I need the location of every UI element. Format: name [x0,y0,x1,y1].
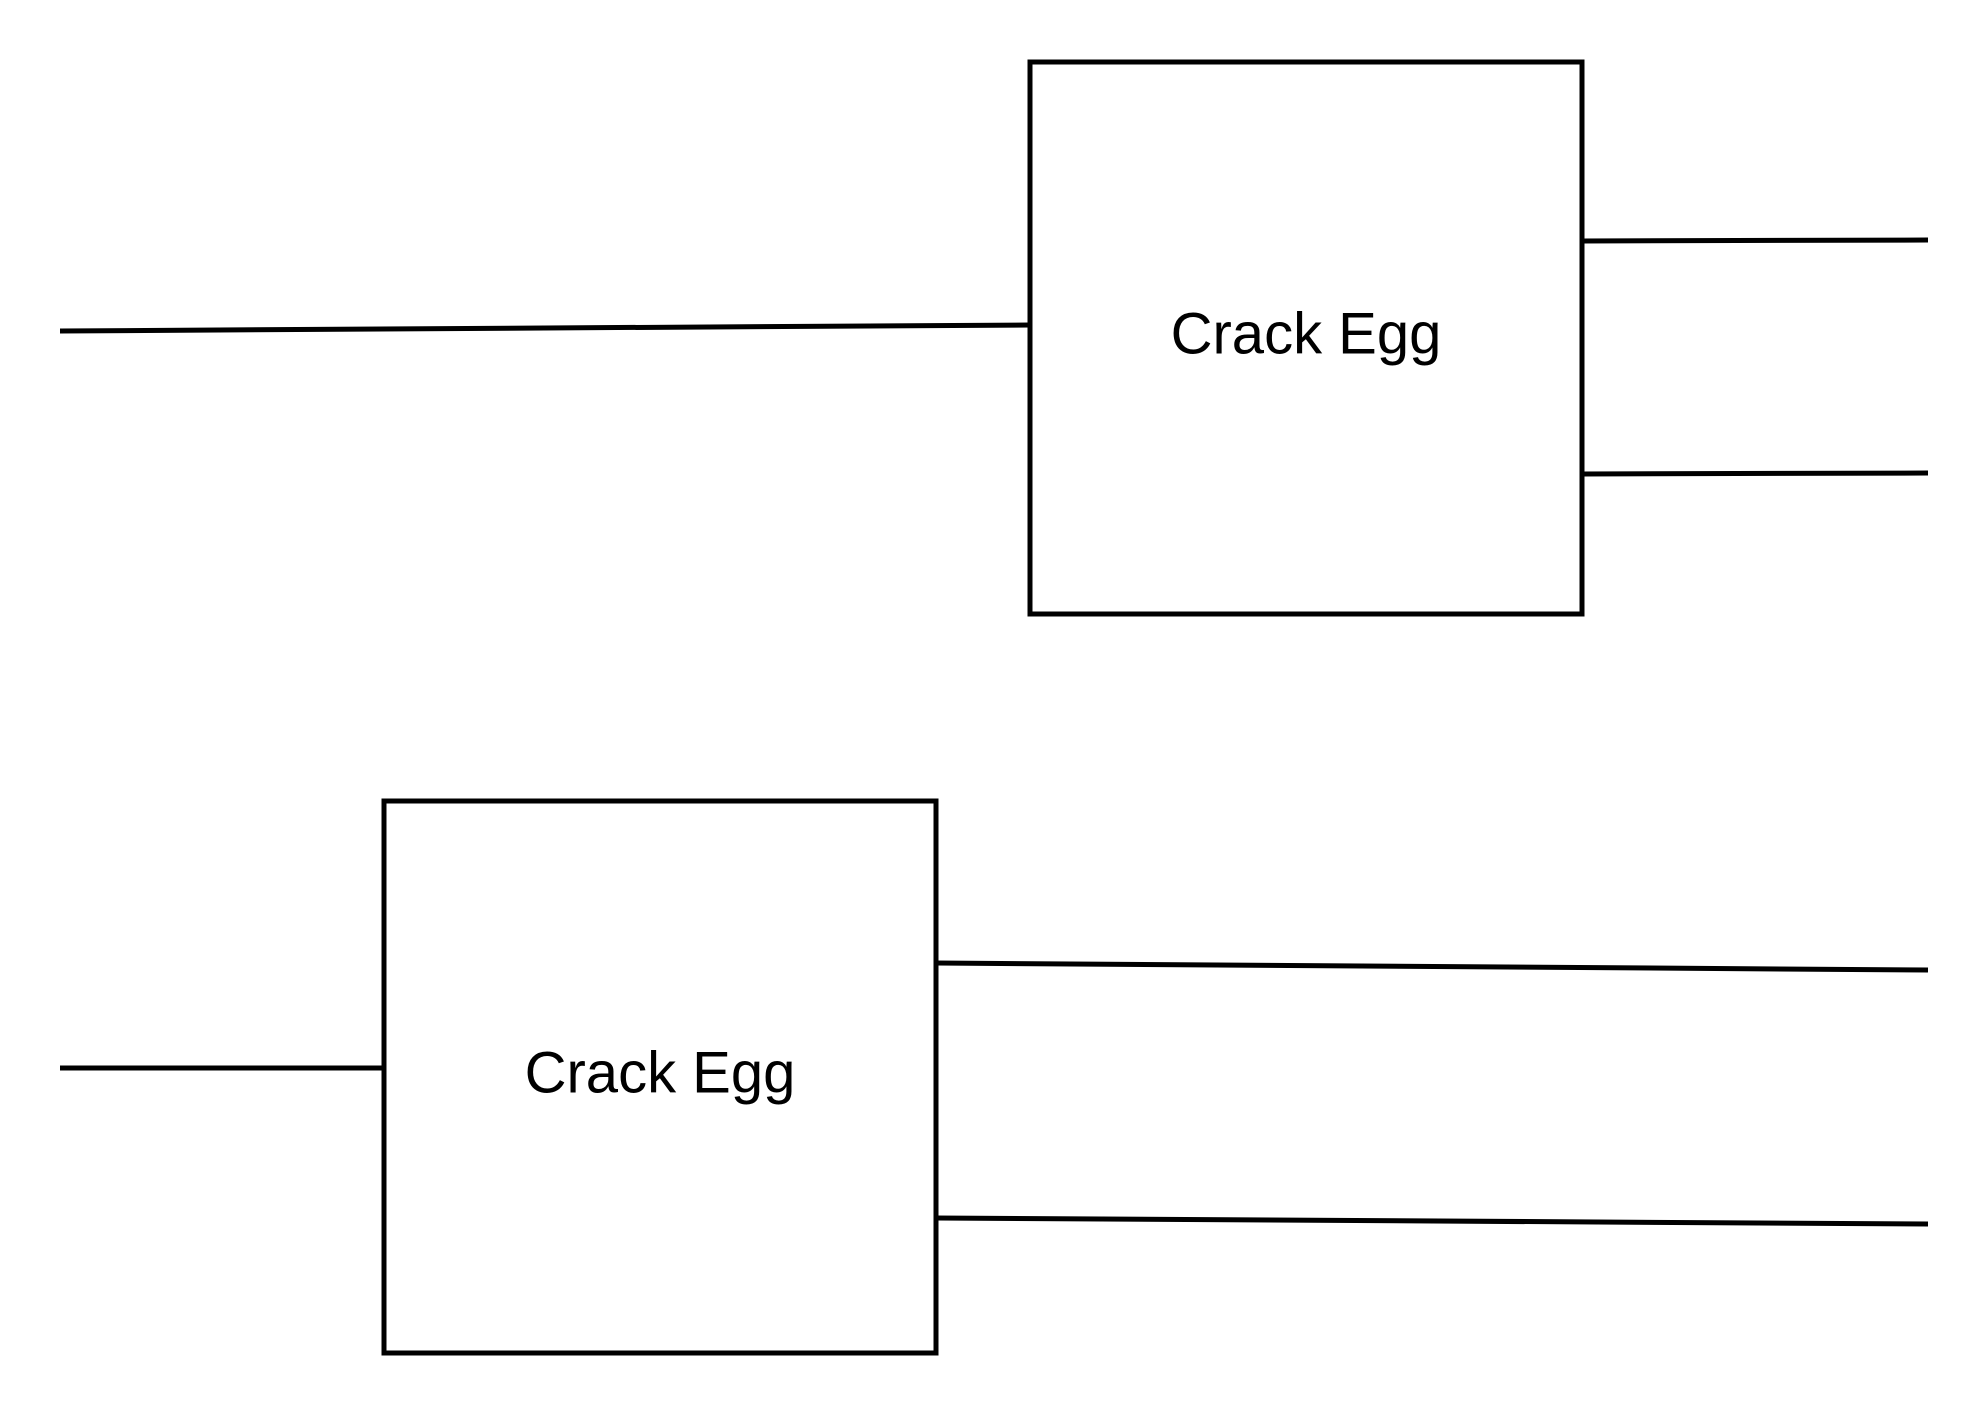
output-edge-crack-egg-1-top [1581,237,1929,244]
node-crack-egg-2[interactable] [381,798,939,1356]
input-edge-crack-egg-1 [59,322,1031,334]
node-label-crack-egg-1: Crack Egg [1171,301,1442,366]
output-edge-crack-egg-1-bottom [1581,470,1929,477]
output-edge-crack-egg-2-top [935,960,1929,973]
output-edge-crack-egg-2-bottom [935,1215,1929,1227]
node-label-crack-egg-2: Crack Egg [525,1040,796,1105]
node-crack-egg-1[interactable] [1027,59,1585,617]
